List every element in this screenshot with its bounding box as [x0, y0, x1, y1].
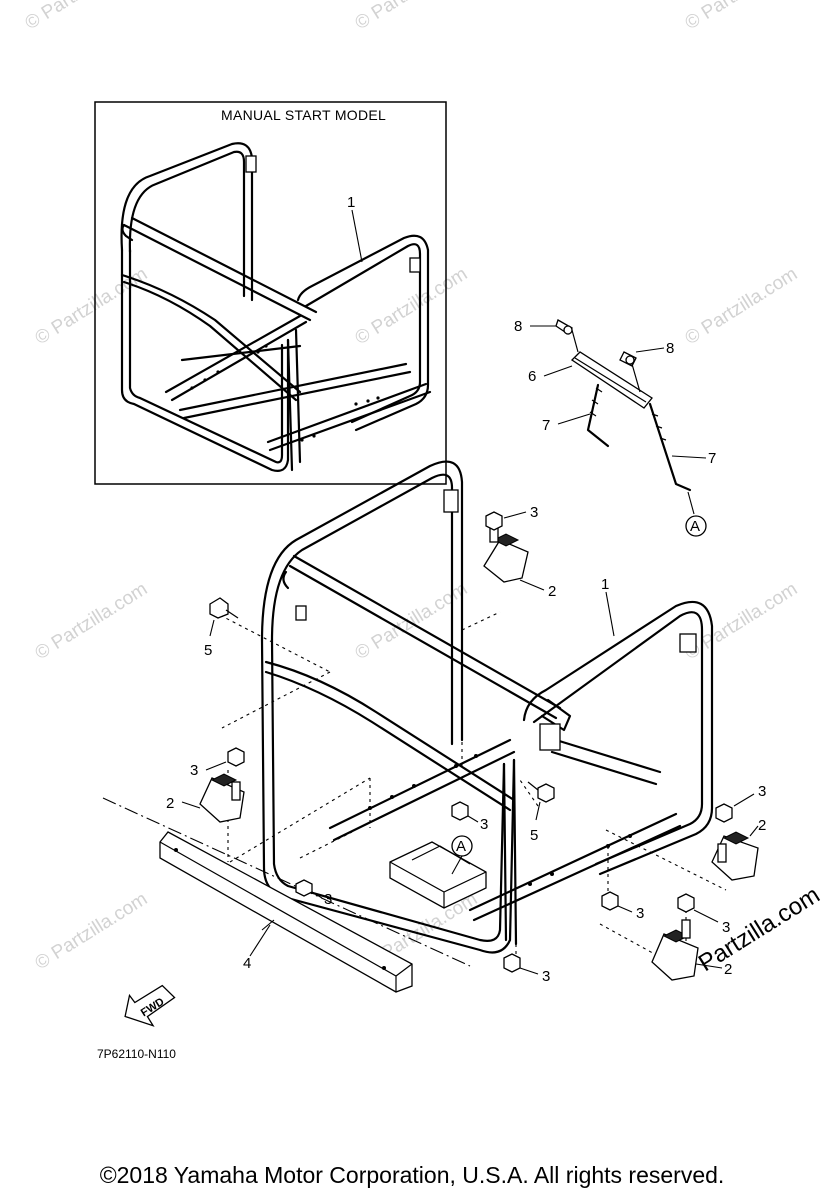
mount-top: 2 [483, 525, 556, 600]
callout-1-main: 1 [601, 576, 615, 637]
nut: 3 [503, 953, 550, 985]
mount-left: 2 [166, 773, 245, 823]
bar-bracket [539, 723, 561, 751]
nut: 3 [677, 893, 730, 936]
mount-bottom: 2 [651, 919, 732, 981]
watermark: © Partzilla.com [682, 579, 802, 665]
inset-frame [120, 142, 432, 472]
bolt-left: 5 [204, 597, 239, 659]
ref-a-label: A [690, 518, 700, 535]
manual-start-panel: MANUAL START MODEL [94, 101, 447, 485]
nut: 3 [485, 504, 538, 531]
callout-3: 3 [324, 891, 332, 908]
wing-bolt-right [619, 351, 641, 393]
ref-a-top: A [685, 491, 707, 537]
callout-3: 3 [530, 504, 538, 521]
callout-1: 1 [601, 576, 609, 593]
skid-rail: 4 [159, 831, 413, 993]
callout-2: 2 [166, 795, 174, 812]
mount-right: 2 [711, 817, 766, 881]
nut: 3 [190, 747, 245, 779]
watermark: © Partzilla.com [352, 264, 472, 350]
bolt-right: 5 [527, 781, 555, 844]
watermark: © Partzilla.com [32, 889, 152, 975]
callout-2: 2 [724, 961, 732, 978]
callout-8: 8 [666, 340, 674, 357]
callout-5: 5 [204, 642, 212, 659]
cover-plate [570, 351, 653, 409]
callout-8-left: 8 [514, 318, 556, 335]
nut: 3 [715, 783, 766, 823]
callout-5: 5 [530, 827, 538, 844]
watermark: © Partzilla.com [352, 579, 472, 665]
watermark: © Partzilla.com [352, 0, 472, 34]
callout-7: 7 [542, 417, 550, 434]
callout-2: 2 [758, 817, 766, 834]
callout-6: 6 [528, 368, 536, 385]
main-frame [260, 460, 714, 954]
watermark-brand: Partzilla.com [694, 881, 824, 977]
wing-bolt-left [555, 319, 579, 353]
ref-a-tray: A [451, 835, 473, 875]
nuts: 3 3 3 3 3 3 3 [190, 504, 766, 985]
callout-3: 3 [480, 816, 488, 833]
watermark: © Partzilla.com [32, 264, 152, 350]
callout-3: 3 [758, 783, 766, 800]
cover-assembly: 8 8 6 7 7 A [514, 318, 716, 537]
callout-3: 3 [722, 919, 730, 936]
callout-8-right: 8 [635, 340, 674, 357]
callout-1: 1 [347, 194, 355, 211]
ref-a-label: A [456, 838, 466, 855]
watermark: © Partzilla.com [682, 264, 802, 350]
callout-7-left: 7 [542, 413, 591, 434]
nut: 3 [295, 879, 332, 908]
watermark: © Partzilla.com [682, 0, 802, 34]
watermarks: © Partzilla.com © Partzilla.com © Partzi… [22, 0, 824, 977]
panel-title: MANUAL START MODEL [221, 107, 386, 123]
callout-3: 3 [190, 762, 198, 779]
callout-1-inset: 1 [347, 194, 363, 263]
callout-7: 7 [708, 450, 716, 467]
callout-3: 3 [636, 905, 644, 922]
watermark: © Partzilla.com [22, 0, 142, 34]
fwd-arrow: FWD [124, 984, 176, 1027]
callout-6: 6 [528, 365, 573, 385]
callout-3: 3 [542, 968, 550, 985]
copyright-notice: ©2018 Yamaha Motor Corporation, U.S.A. A… [99, 1162, 725, 1188]
callout-7-right: 7 [671, 450, 716, 467]
panel-border [94, 101, 447, 485]
nut: 3 [451, 801, 488, 833]
watermark: © Partzilla.com [32, 579, 152, 665]
callout-2: 2 [548, 583, 556, 600]
callout-8: 8 [514, 318, 522, 335]
callout-4: 4 [243, 955, 251, 972]
hidden-lines [102, 611, 727, 969]
nut: 3 [601, 891, 644, 922]
diagram-code: 7P62110-N110 [97, 1047, 176, 1061]
